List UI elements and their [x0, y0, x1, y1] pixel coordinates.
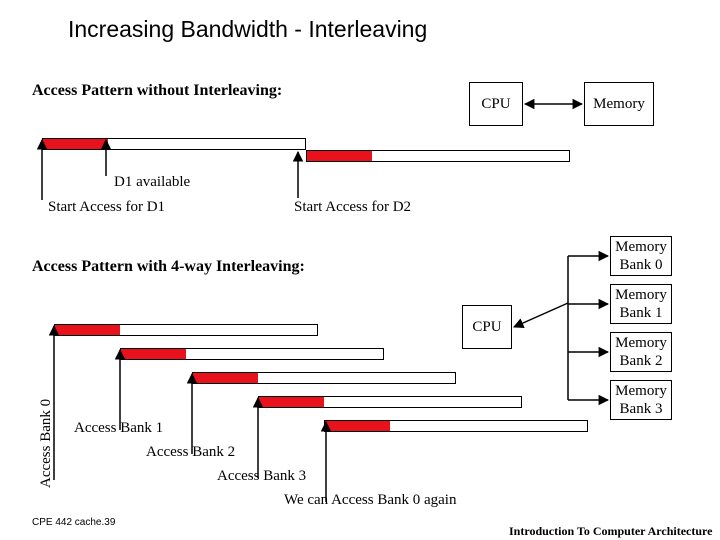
start-d2-label: Start Access for D2	[294, 199, 412, 215]
memory-label: Memory	[593, 96, 645, 112]
access-busy-bank-2	[193, 373, 258, 383]
bank-2-line1: Memory	[615, 335, 667, 351]
bank-0-line2: Bank 0	[619, 257, 663, 273]
access-busy-d2	[307, 151, 372, 161]
section1-heading: Access Pattern without Interleaving:	[32, 82, 283, 99]
access-bank-0-again-label: We can Access Bank 0 again	[284, 492, 457, 508]
bank-1-line1: Memory	[615, 287, 667, 303]
access-busy-bank-3	[259, 397, 324, 407]
access-busy-bank-0	[55, 325, 120, 335]
section2-heading: Access Pattern with 4-way Interleaving:	[32, 258, 305, 275]
access-bar-bank-0	[54, 324, 318, 336]
access-busy-bank-0-again	[325, 421, 390, 431]
access-bank-3-label: Access Bank 3	[217, 468, 307, 484]
access-busy-d1	[43, 139, 108, 149]
bank-1-line2: Bank 1	[619, 305, 663, 321]
access-busy-bank-1	[121, 349, 186, 359]
access-bar-bank-1	[120, 348, 384, 360]
bank-0-line1: Memory	[615, 239, 667, 255]
access-bank-1-label: Access Bank 1	[74, 420, 164, 436]
access-bar-d2	[306, 150, 570, 162]
cpu-label-bottom: CPU	[472, 319, 502, 335]
bank-3-line2: Bank 3	[619, 401, 663, 417]
access-bar-bank-2	[192, 372, 456, 384]
d1-available-label: D1 available	[114, 174, 191, 190]
start-d1-label: Start Access for D1	[48, 199, 166, 215]
slide-title: Increasing Bandwidth - Interleaving	[68, 16, 428, 42]
footer-slide-id: CPE 442 cache.39	[32, 517, 116, 528]
access-bank-2-label: Access Bank 2	[146, 444, 236, 460]
cpu-label-top: CPU	[481, 96, 511, 112]
footer-course: Introduction To Computer Architecture	[509, 524, 713, 538]
cpu-bus-arrow	[513, 302, 569, 328]
bank-2-line2: Bank 2	[619, 353, 663, 369]
cpu-box-top: CPU	[469, 82, 523, 126]
cpu-box-bottom: CPU	[462, 305, 512, 349]
bank-3-line1: Memory	[615, 383, 667, 399]
memory-box: Memory	[584, 82, 654, 126]
